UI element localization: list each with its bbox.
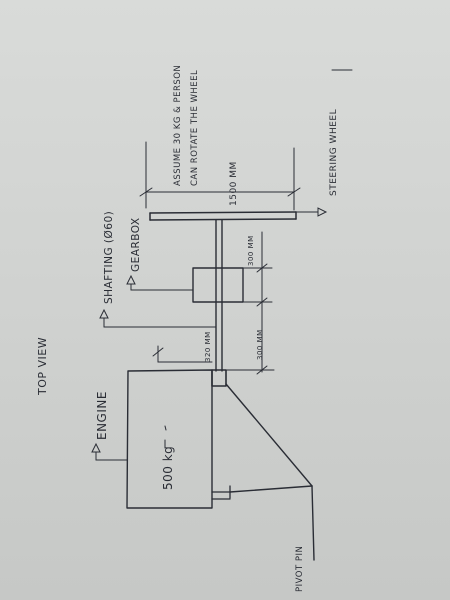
dim-engine-text: 320 MM [204,331,212,362]
leader-gearbox [126,274,194,291]
note-line-1: ASSUME 30 KG & PERSON [173,65,183,186]
title-top-view: TOP VIEW [36,337,49,396]
dim-engine [152,345,213,363]
dim-wheel-text: 1500 MM [229,161,239,206]
leader-steering-wheel [295,69,353,217]
label-engine: ENGINE [95,391,109,440]
engine-coupling [211,369,227,387]
pivot-frame [225,383,315,561]
dim-shaft [225,301,275,375]
label-shafting: SHAFTING (Ø60) [103,211,115,304]
steering-wheel-bar [149,211,297,221]
label-pivot-pin: PIVOT PIN [295,546,305,592]
engine-block [126,369,213,509]
label-gearbox: GEARBOX [130,217,142,272]
engine-mount [211,485,231,500]
leader-shafting [99,308,217,328]
shaft [215,219,223,372]
label-engine-mass: 500 kg [161,446,175,490]
dim-shaft-text: 300 MM [256,329,264,360]
note-line-2: CAN ROTATE THE WHEEL [190,70,200,186]
dim-wheel [139,141,301,211]
gearbox [192,267,244,303]
label-steering-wheel: STEERING WHEEL [329,109,339,196]
leader-engine [91,442,128,461]
dim-gearbox-text: 300 MM [247,235,255,266]
